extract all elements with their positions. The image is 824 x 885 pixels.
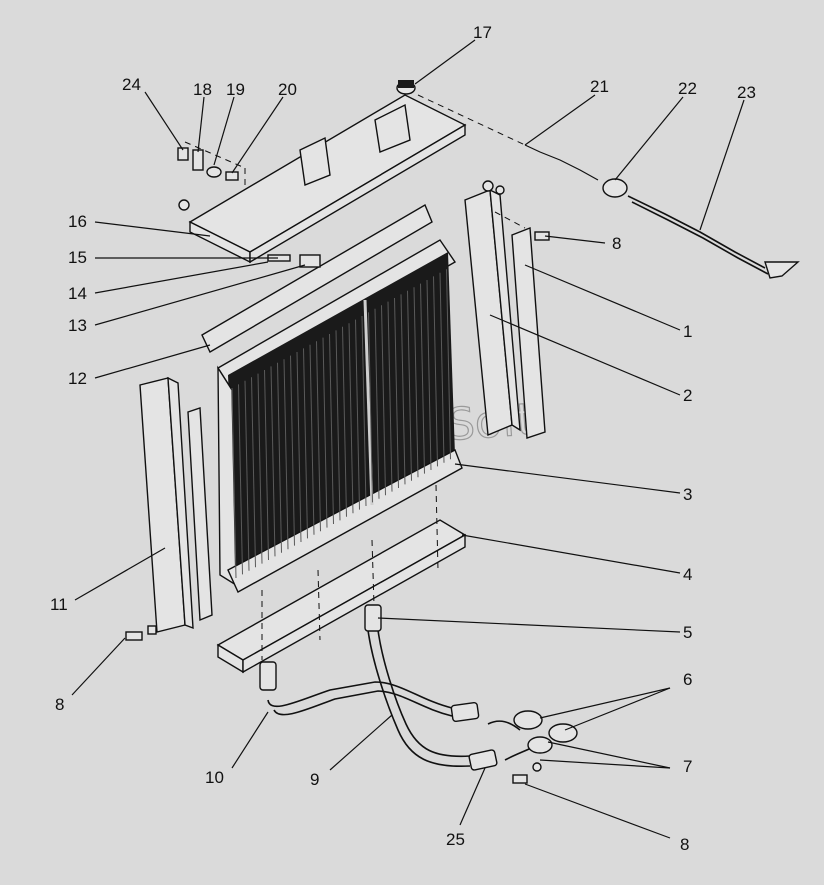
callout-3: 3 — [683, 485, 692, 504]
alignment-lines — [184, 94, 526, 660]
callout-8-left: 8 — [55, 695, 64, 714]
callout-17: 17 — [473, 23, 492, 42]
callout-18: 18 — [193, 80, 212, 99]
callout-11: 11 — [50, 595, 68, 614]
callout-4: 4 — [683, 565, 692, 584]
callout-1: 1 — [683, 322, 692, 341]
callout-22: 22 — [678, 79, 697, 98]
chain-assembly — [524, 144, 800, 279]
callout-13: 13 — [68, 316, 87, 335]
left-side-panels — [139, 376, 213, 633]
callout-9: 9 — [310, 770, 319, 789]
coolant-pipes — [259, 604, 578, 771]
radiator-core — [201, 203, 463, 593]
leader-lines — [71, 39, 745, 839]
callout-7: 7 — [683, 757, 692, 776]
callout-24: 24 — [122, 75, 141, 94]
callout-25: 25 — [446, 830, 465, 849]
top-bracket — [188, 80, 467, 264]
right-side-panels — [464, 188, 546, 439]
callout-20: 20 — [278, 80, 297, 99]
bottom-tray — [216, 519, 467, 674]
callout-8-bottom: 8 — [680, 835, 689, 854]
callout-6: 6 — [683, 670, 692, 689]
callout-16: 16 — [68, 212, 87, 231]
callout-12: 12 — [68, 369, 87, 388]
callout-5: 5 — [683, 623, 692, 642]
callout-15: 15 — [68, 248, 87, 267]
callout-21: 21 — [590, 77, 609, 96]
callout-19: 19 — [226, 80, 245, 99]
fasteners — [125, 147, 550, 784]
callout-10: 10 — [205, 768, 224, 787]
callout-8-top: 8 — [612, 234, 621, 253]
callout-labels: 17 24 18 19 20 21 22 23 16 15 14 13 12 8… — [50, 23, 756, 854]
callout-14: 14 — [68, 284, 87, 303]
callout-23: 23 — [737, 83, 756, 102]
callout-2: 2 — [683, 386, 692, 405]
